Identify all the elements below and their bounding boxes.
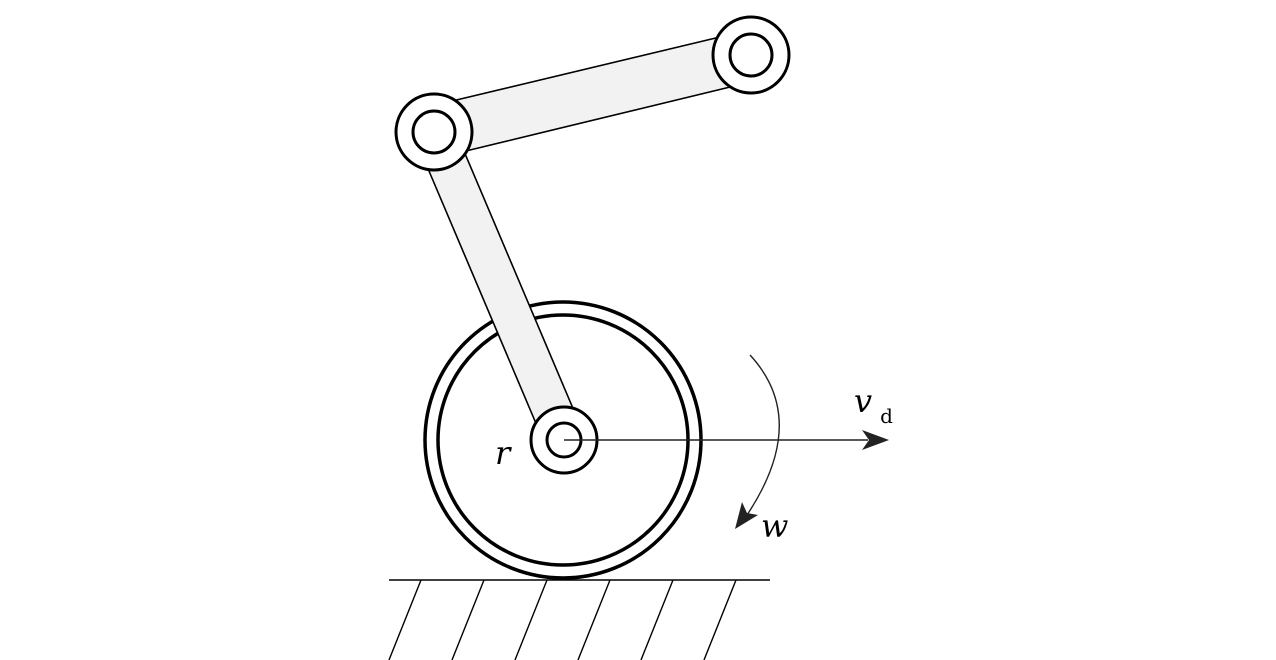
- velocity-arrow-head: [862, 430, 889, 450]
- hatch-line: [388, 579, 422, 660]
- knee-joint: [394, 92, 474, 172]
- hatch-line: [703, 579, 737, 660]
- hip-joint-inner: [728, 32, 774, 78]
- angular-velocity-arrow: [735, 354, 780, 529]
- upper-link: [426, 30, 760, 158]
- ground-hatching: [388, 579, 737, 660]
- radius-label: r: [495, 434, 512, 472]
- angular-velocity-label: w: [761, 507, 788, 545]
- knee-joint-inner: [411, 109, 457, 155]
- angular-arc: [746, 354, 780, 516]
- hatch-line: [640, 579, 674, 660]
- angular-arrow-head: [735, 502, 758, 529]
- ground: [388, 579, 770, 660]
- velocity-symbol: v: [854, 382, 872, 420]
- velocity-label: v d: [854, 382, 893, 428]
- hatch-line: [514, 579, 548, 660]
- velocity-arrow: [564, 430, 889, 450]
- upper-link-bar: [426, 30, 760, 158]
- hatch-line: [451, 579, 485, 660]
- velocity-subscript: d: [880, 404, 893, 428]
- hatch-line: [577, 579, 611, 660]
- hip-joint: [711, 15, 791, 95]
